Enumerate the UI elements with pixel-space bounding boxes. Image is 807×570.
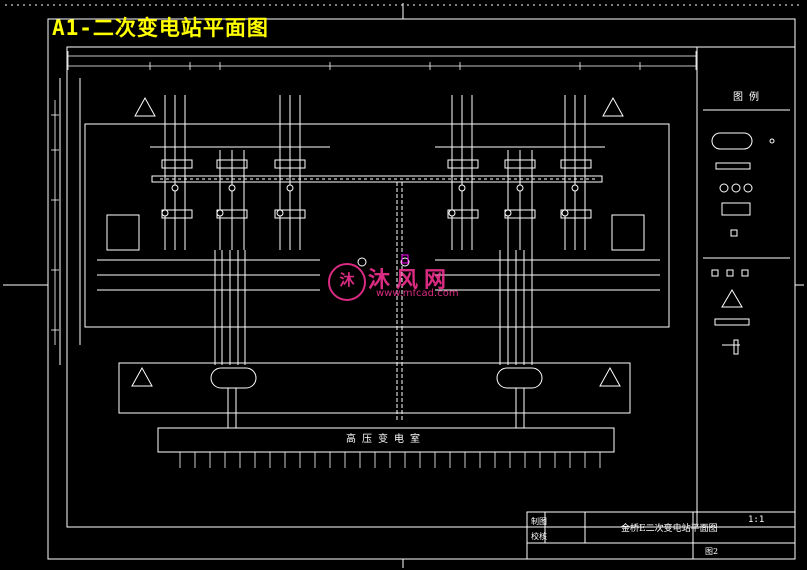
- building-pillars: [179, 452, 601, 468]
- sheet-frame: [3, 3, 804, 568]
- title-block-checked-label: 校核: [531, 532, 547, 541]
- title-block-drawing-name: 金桥E二次变电站平面图: [621, 524, 718, 534]
- title-block: [526, 511, 796, 560]
- breaker-symbols: [161, 184, 579, 267]
- magenta-highlight: [401, 254, 409, 264]
- watermark-text: 沐风网: [368, 268, 453, 293]
- title-block-scale: 1:1: [748, 515, 765, 525]
- legend-title: 图例: [733, 92, 765, 103]
- main-transformers: [210, 367, 543, 428]
- high-voltage-room-label: 高压变电室: [346, 434, 426, 445]
- title-block-drawn-label: 制图: [531, 517, 547, 526]
- warning-triangles: [131, 96, 624, 387]
- legend-symbols: [703, 109, 790, 355]
- dimension-lines: [51, 51, 697, 345]
- watermark-url: www.mfcad.com: [376, 288, 459, 299]
- plan-outlines: [59, 78, 670, 453]
- transformer-bay-left: [97, 95, 330, 365]
- watermark-logo: 沐: [328, 263, 366, 301]
- drawing-title: A1-二次变电站平面图: [52, 16, 269, 40]
- transformer-bay-right: [435, 95, 660, 365]
- title-block-sheet-number: 图2: [705, 547, 719, 556]
- central-bus: [151, 175, 603, 420]
